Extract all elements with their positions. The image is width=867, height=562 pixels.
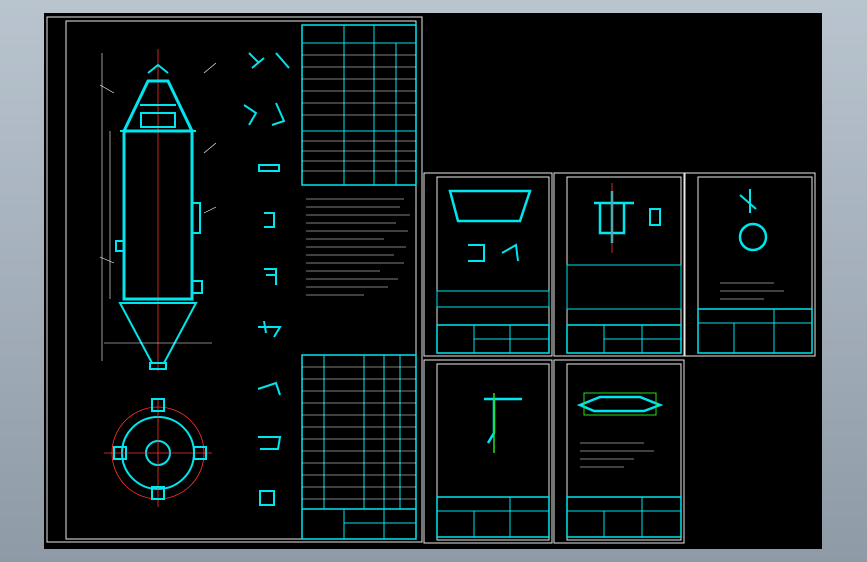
nozzle-section <box>594 191 634 243</box>
main-assembly-sheet[interactable] <box>46 16 423 543</box>
detail-column <box>243 52 290 506</box>
detail-g <box>257 381 281 396</box>
detail-h <box>258 436 282 450</box>
technical-characteristics-table <box>301 24 417 186</box>
leader-line <box>203 206 217 214</box>
head-section <box>448 189 532 223</box>
outlet-nozzle <box>149 362 167 370</box>
detail-sheet-2[interactable] <box>553 172 685 357</box>
tech-table-frame <box>301 24 417 186</box>
sheet-3-title-block <box>697 308 813 354</box>
vessel-plan-view <box>104 398 212 507</box>
detail-sheet-5[interactable] <box>553 359 685 544</box>
leader-line <box>203 62 217 74</box>
sheet-1-border <box>423 172 553 357</box>
detail-e <box>264 268 277 285</box>
side-nozzle <box>191 202 201 234</box>
plan-lug-bottom <box>151 486 165 500</box>
plan-lug-left <box>113 446 127 460</box>
vessel-elevation-view <box>99 49 217 371</box>
ring-plan <box>738 222 768 252</box>
top-nozzle <box>147 63 169 74</box>
technical-notes <box>306 198 410 296</box>
sheet-5-title-block <box>566 496 682 538</box>
support-lug-right <box>191 280 203 294</box>
sheet-3-border <box>684 172 816 357</box>
detail-b <box>243 102 286 126</box>
main-sheet-inner-frame <box>65 20 417 540</box>
bracket-section <box>484 397 522 444</box>
support-lug-left <box>115 240 125 252</box>
plan-lug-right <box>193 446 207 460</box>
detail-sheet-1[interactable] <box>423 172 553 357</box>
ring-section <box>739 189 757 213</box>
sheet-4-border <box>423 359 553 544</box>
sheet-1-list <box>436 290 550 308</box>
sheet-2-list <box>566 264 682 310</box>
sheet-2-border <box>553 172 685 357</box>
support-plate-outline <box>583 392 657 416</box>
nozzle-flange-detail <box>649 208 661 226</box>
head-small-details <box>468 243 519 262</box>
detail-sheet-4[interactable] <box>423 359 553 544</box>
main-sheet-border <box>46 16 423 543</box>
detail-sheet-3[interactable] <box>684 172 816 357</box>
detail-i <box>259 490 275 506</box>
detail-c <box>258 164 280 172</box>
parts-list-table <box>301 354 417 540</box>
leader-line <box>203 142 217 154</box>
support-plate-section <box>576 395 664 413</box>
drawing-canvas[interactable] <box>44 13 822 549</box>
drawing-svg <box>46 16 816 544</box>
leader-line <box>99 84 115 94</box>
detail-f <box>258 320 282 338</box>
detail-d <box>264 212 275 228</box>
sheet-5-border <box>553 359 685 544</box>
plan-lug-top <box>151 398 165 412</box>
leader-line <box>99 256 115 264</box>
detail-a <box>248 52 290 69</box>
sheet-4-title-block <box>436 496 550 538</box>
top-head <box>122 79 194 132</box>
top-flange <box>140 112 176 128</box>
parts-list-frame <box>301 354 417 540</box>
